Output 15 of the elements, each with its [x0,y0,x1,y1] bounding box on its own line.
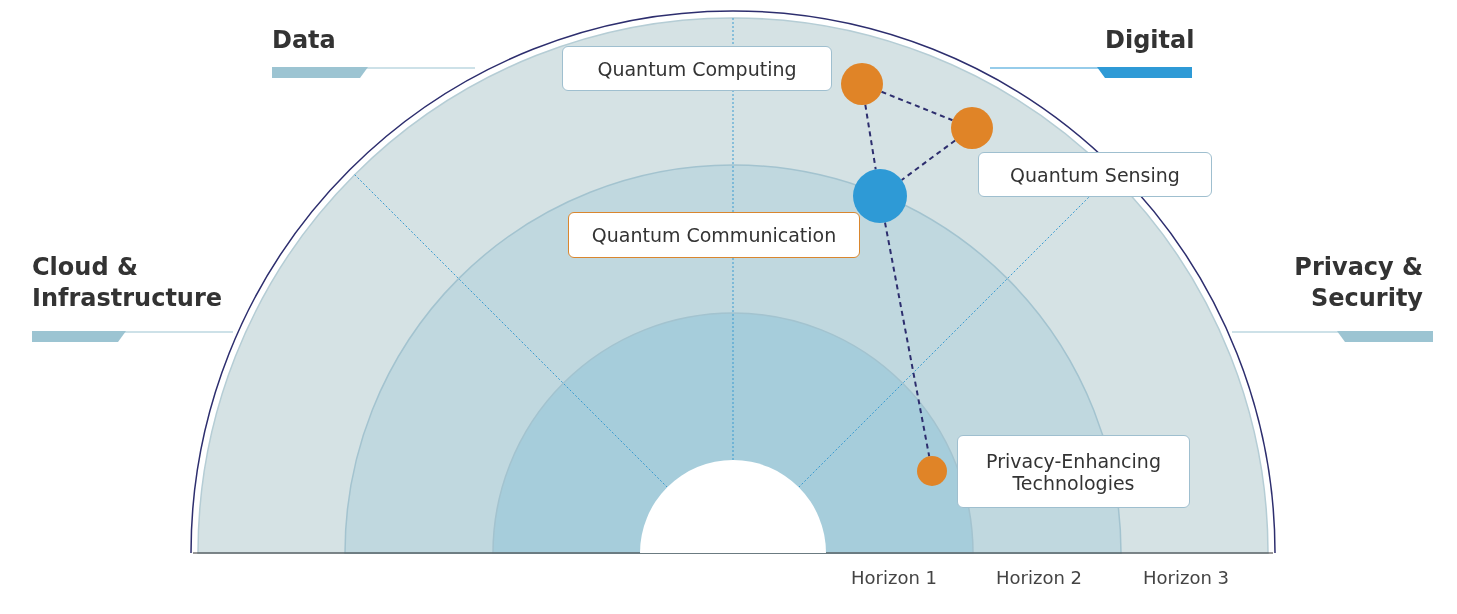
connector-line [880,90,954,122]
technology-label-box: Privacy-Enhancing Technologies [957,435,1190,508]
sector-heading: Data [272,25,336,56]
sector-heading: Privacy & Security [1293,252,1423,315]
connector-line [900,139,957,181]
technology-label-box: Quantum Computing [562,46,832,91]
technology-label-box: Quantum Sensing [978,152,1212,197]
connector-line [864,103,877,171]
sector-heading: Cloud & Infrastructure [32,252,224,315]
technology-label-box: Quantum Communication [568,212,860,258]
horizon-label: Horizon 1 [851,566,937,590]
horizon-label: Horizon 3 [1143,566,1229,590]
connector-line [884,221,931,458]
horizon-label: Horizon 2 [996,566,1082,590]
sector-heading: Digital [1105,25,1192,56]
